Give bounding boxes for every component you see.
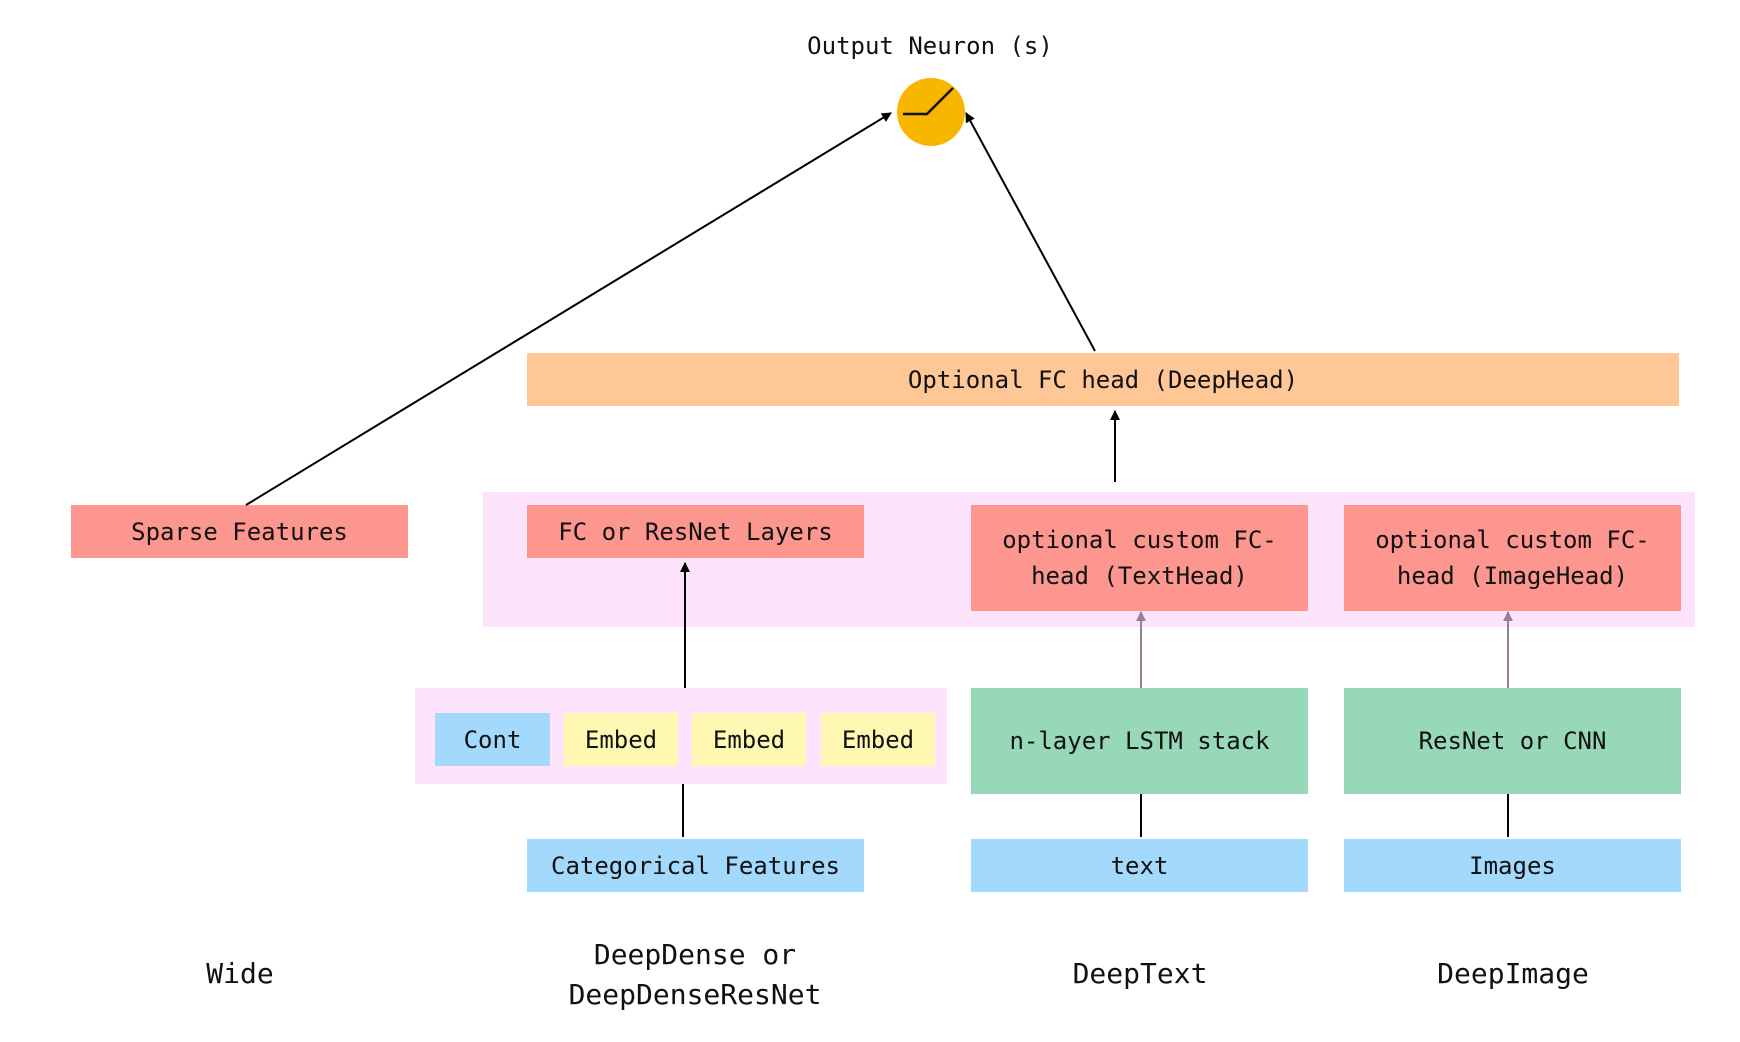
categorical-features-box: Categorical Features xyxy=(527,839,864,892)
deepdense-column-label: DeepDense or DeepDenseResNet xyxy=(568,938,822,1011)
lstm-stack-box: n-layer LSTM stack xyxy=(971,688,1308,794)
wide-column-label: Wide xyxy=(206,957,274,990)
images-input-box: Images xyxy=(1344,839,1681,892)
relu-activation-glyph xyxy=(903,87,954,116)
embed-box-3: Embed xyxy=(821,713,935,766)
image-head-box: optional custom FC- head (ImageHead) xyxy=(1344,505,1681,611)
embed-box-1: Embed xyxy=(564,713,678,766)
text-input-box: text xyxy=(971,839,1308,892)
arrow-sparse-to-output xyxy=(245,112,892,506)
sparse-features-box: Sparse Features xyxy=(71,505,408,558)
neuron-circle xyxy=(897,78,965,146)
fc-resnet-layers-box: FC or ResNet Layers xyxy=(527,505,864,558)
cont-box: Cont xyxy=(435,713,550,766)
output-neuron-title: Output Neuron (s) xyxy=(807,32,1053,60)
text-head-box: optional custom FC- head (TextHead) xyxy=(971,505,1308,611)
arrow-fchead-to-output xyxy=(965,112,1096,352)
resnet-cnn-box: ResNet or CNN xyxy=(1344,688,1681,794)
deeptext-column-label: DeepText xyxy=(1072,957,1208,990)
relu-neuron-icon xyxy=(897,78,965,146)
deepimage-column-label: DeepImage xyxy=(1437,957,1589,990)
embed-box-2: Embed xyxy=(692,713,806,766)
fc-head-box: Optional FC head (DeepHead) xyxy=(527,353,1679,406)
